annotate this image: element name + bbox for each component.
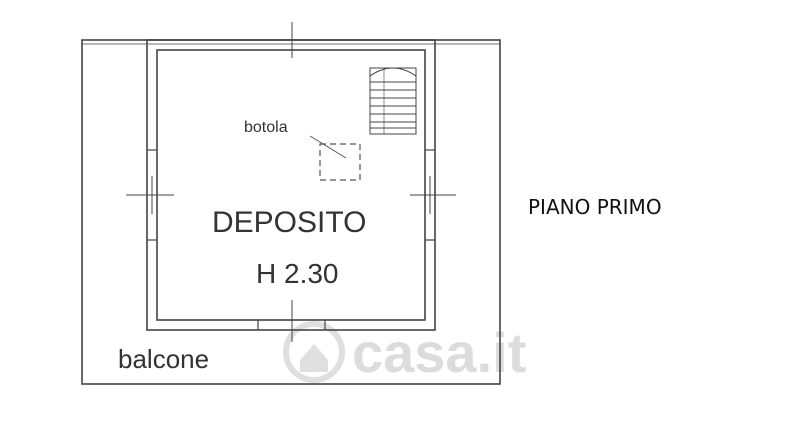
wall-openings bbox=[147, 149, 435, 330]
watermark-text: casa.it bbox=[352, 321, 526, 384]
watermark: casa.it bbox=[283, 321, 526, 384]
balcony-label: balcone bbox=[118, 344, 209, 374]
house-icon bbox=[283, 321, 345, 383]
hatch-label: botola bbox=[244, 119, 288, 136]
room-name: DEPOSITO bbox=[212, 206, 366, 239]
staircase bbox=[369, 67, 417, 135]
room-height: H 2.30 bbox=[256, 258, 339, 289]
hatch-symbol bbox=[319, 143, 361, 181]
hatch-leader bbox=[309, 135, 347, 159]
floor-label: PIANO PRIMO bbox=[528, 195, 662, 219]
axis-markers bbox=[126, 22, 456, 342]
